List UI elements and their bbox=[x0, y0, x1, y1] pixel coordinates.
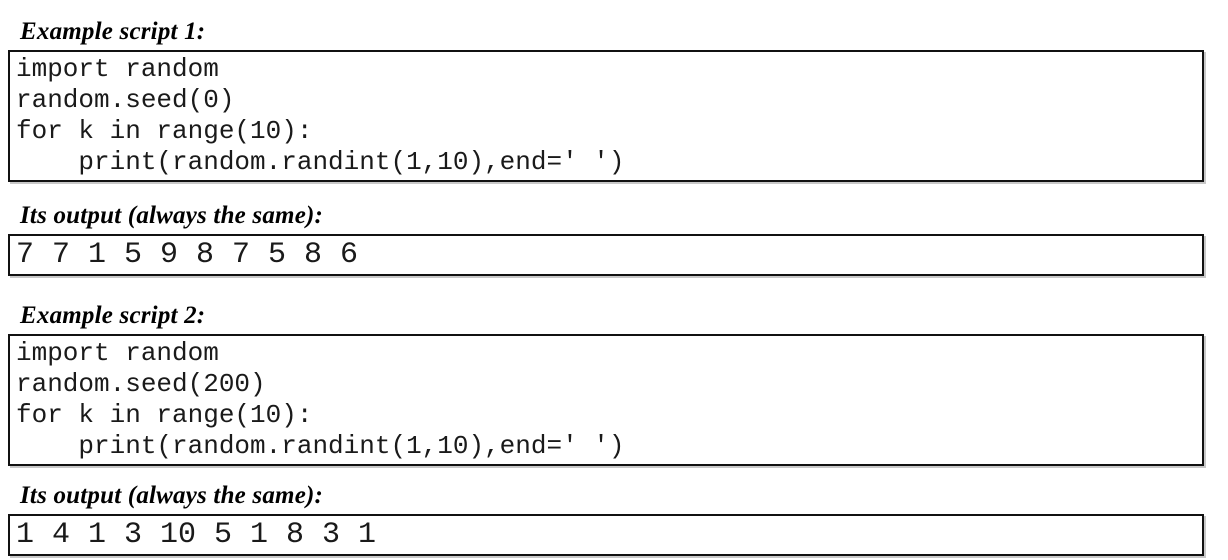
output-line: 7 7 1 5 9 8 7 5 8 6 bbox=[16, 238, 359, 272]
code-line: for k in range(10): bbox=[16, 116, 313, 146]
script-2-output-block: 1 4 1 3 10 5 1 8 3 1 bbox=[8, 514, 1204, 556]
script-2-code-block: import random random.seed(200) for k in … bbox=[8, 334, 1204, 466]
code-line: import random bbox=[16, 54, 219, 84]
code-line: random.seed(0) bbox=[16, 85, 235, 115]
example-script-2-heading: Example script 2: bbox=[20, 302, 206, 329]
script-1-output-block: 7 7 1 5 9 8 7 5 8 6 bbox=[8, 234, 1204, 276]
code-line: for k in range(10): bbox=[16, 400, 313, 430]
code-line: print(random.randint(1,10),end=' ') bbox=[16, 147, 625, 177]
code-line: random.seed(200) bbox=[16, 369, 266, 399]
code-line: print(random.randint(1,10),end=' ') bbox=[16, 431, 625, 461]
example-script-1-heading: Example script 1: bbox=[20, 18, 206, 45]
script-1-code-block: import random random.seed(0) for k in ra… bbox=[8, 50, 1204, 182]
script-1-output-heading: Its output (always the same): bbox=[20, 202, 324, 229]
code-line: import random bbox=[16, 338, 219, 368]
output-line: 1 4 1 3 10 5 1 8 3 1 bbox=[16, 518, 377, 552]
script-2-output-heading: Its output (always the same): bbox=[20, 482, 324, 509]
